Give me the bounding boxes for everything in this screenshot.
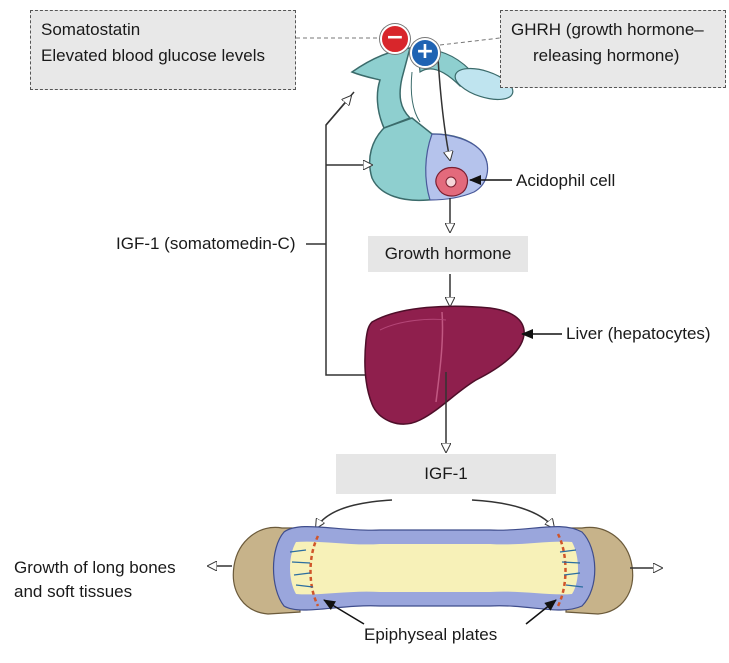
ghrh-arrow [437,57,450,160]
elevated-glucose-label: Elevated blood glucose levels [41,46,265,65]
growth-hormone-label: Growth hormone [368,236,528,272]
growth-effect-line1: Growth of long bones [14,558,176,577]
igf1-to-left-plate-arrow [316,499,393,528]
igf1-feedback-label: IGF-1 (somatomedin-C) [116,234,296,253]
acidophil-cell [435,166,469,197]
plus-sign-icon: + [410,38,440,68]
ghrh-label-line1: GHRH (growth hormone– [511,20,704,39]
long-bone [232,526,634,615]
acidophil-cell-label: Acidophil cell [516,171,616,190]
inhibitors-box: Somatostatin Elevated blood glucose leve… [30,10,296,90]
minus-sign-icon: − [380,24,410,54]
liver-label: Liver (hepatocytes) [566,324,711,343]
stimulator-connector [439,37,501,46]
ghrh-label-line2: releasing hormone) [533,46,680,65]
growth-effect-label: Growth of long bones and soft tissues [14,556,176,604]
right-plate-pointer [525,599,557,625]
igf1-to-right-plate-arrow [471,499,554,528]
pituitary-gland [350,47,514,202]
somatostatin-label: Somatostatin [41,20,141,39]
left-plate-pointer [323,599,365,625]
liver [364,305,525,425]
igf1-label: IGF-1 [336,454,556,494]
stimulators-box: GHRH (growth hormone– releasing hormone) [500,10,726,88]
growth-effect-line2: and soft tissues [14,582,133,601]
epiphyseal-plates-label: Epiphyseal plates [364,625,498,644]
